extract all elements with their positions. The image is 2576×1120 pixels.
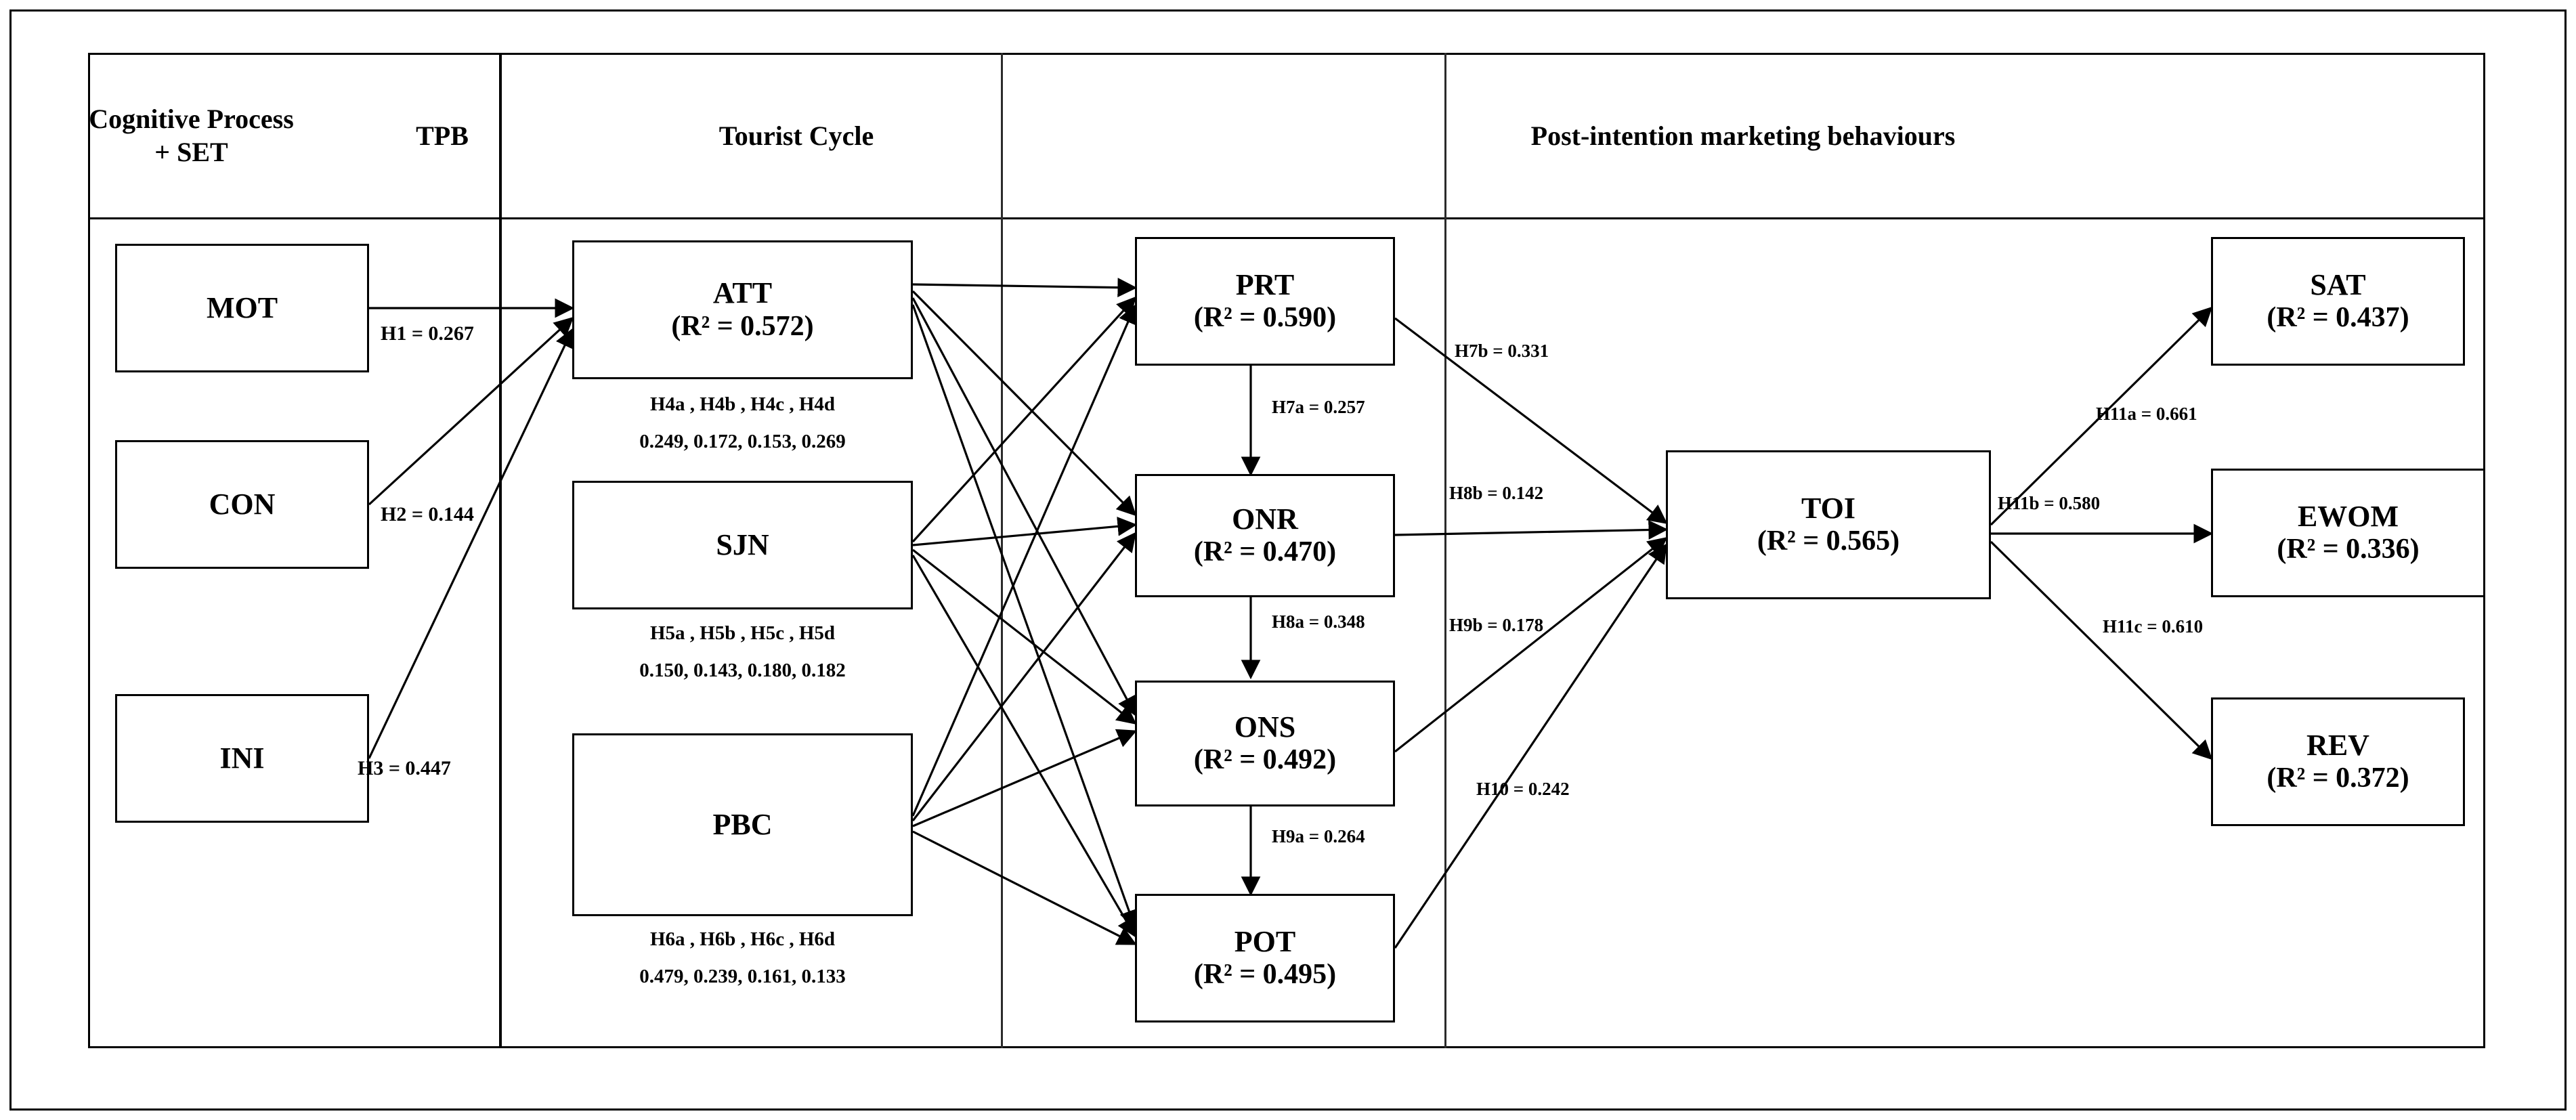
- node-pot[interactable]: POT (R² = 0.495): [1135, 894, 1395, 1022]
- node-pot-r2: (R² = 0.495): [1193, 959, 1337, 991]
- hypothesis-values-pbc: 0.479, 0.239, 0.161, 0.133: [639, 966, 846, 988]
- node-prt[interactable]: PRT (R² = 0.590): [1135, 237, 1395, 366]
- node-sat-label: SAT: [2310, 267, 2366, 301]
- node-att[interactable]: ATT (R² = 0.572): [572, 240, 913, 379]
- path-label-h1: H1 = 0.267: [381, 322, 474, 345]
- column-header-cognitive: Cognitive Process + SET: [88, 53, 295, 219]
- node-ini[interactable]: INI: [115, 694, 369, 823]
- node-pot-label: POT: [1234, 924, 1296, 958]
- node-ewom-label: EWOM: [2297, 499, 2399, 533]
- node-ewom-r2: (R² = 0.336): [2277, 534, 2420, 565]
- node-rev[interactable]: REV (R² = 0.372): [2211, 697, 2465, 826]
- path-label-h11c: H11c = 0.610: [2103, 616, 2204, 637]
- hypothesis-block-att: H4a , H4b , H4c , H4d 0.249, 0.172, 0.15…: [572, 386, 913, 460]
- node-sjn-label: SJN: [716, 527, 769, 561]
- divider-tpb-tourist: [1001, 53, 1003, 1048]
- column-header-band: Cognitive Process + SET TPB Tourist Cycl…: [88, 53, 2485, 219]
- node-ons[interactable]: ONS (R² = 0.492): [1135, 681, 1395, 806]
- node-rev-r2: (R² = 0.372): [2267, 762, 2409, 794]
- node-toi-r2: (R² = 0.565): [1757, 525, 1900, 557]
- column-header-tourist-cycle: Tourist Cycle: [718, 120, 874, 151]
- divider-tourist-post: [1444, 53, 1446, 1048]
- node-att-r2: (R² = 0.572): [671, 310, 814, 342]
- hypothesis-block-pbc: H6a , H6b , H6c , H6d 0.479, 0.239, 0.16…: [572, 921, 913, 995]
- path-label-h10: H10 = 0.242: [1476, 779, 1570, 799]
- node-mot-label: MOT: [206, 290, 278, 324]
- node-sat-r2: (R² = 0.437): [2267, 302, 2409, 334]
- node-ons-r2: (R² = 0.492): [1193, 744, 1337, 776]
- node-sjn[interactable]: SJN: [572, 481, 913, 609]
- path-label-h2: H2 = 0.144: [381, 503, 474, 525]
- node-con[interactable]: CON: [115, 440, 369, 569]
- hypothesis-values-att: 0.249, 0.172, 0.153, 0.269: [639, 431, 846, 453]
- node-toi-label: TOI: [1801, 491, 1855, 525]
- node-ons-label: ONS: [1234, 710, 1296, 744]
- path-label-h3: H3 = 0.447: [358, 757, 451, 779]
- node-ini-label: INI: [219, 741, 265, 775]
- path-label-h8a: H8a = 0.348: [1272, 611, 1365, 632]
- path-label-h7b: H7b = 0.331: [1455, 341, 1549, 361]
- node-prt-r2: (R² = 0.590): [1193, 302, 1337, 334]
- column-header-cognitive-line1: Cognitive Process: [89, 104, 294, 135]
- path-label-h9b: H9b = 0.178: [1449, 615, 1544, 635]
- node-toi[interactable]: TOI (R² = 0.565): [1666, 450, 1991, 599]
- path-label-h7a: H7a = 0.257: [1272, 397, 1365, 417]
- node-con-label: CON: [209, 487, 276, 521]
- hypothesis-labels-att: H4a , H4b , H4c , H4d: [649, 393, 836, 415]
- hypothesis-block-sjn: H5a , H5b , H5c , H5d 0.150, 0.143, 0.18…: [572, 615, 913, 689]
- node-sat[interactable]: SAT (R² = 0.437): [2211, 237, 2465, 366]
- column-header-cognitive-line2: + SET: [154, 137, 228, 167]
- node-att-label: ATT: [712, 276, 773, 310]
- divider-cognitive-tpb: [499, 53, 502, 1048]
- node-pbc[interactable]: PBC: [572, 733, 913, 916]
- column-header-tpb: TPB: [416, 120, 469, 151]
- path-label-h8b: H8b = 0.142: [1449, 483, 1544, 503]
- hypothesis-labels-sjn: H5a , H5b , H5c , H5d: [649, 622, 836, 644]
- node-mot[interactable]: MOT: [115, 244, 369, 372]
- outer-border: [9, 9, 2567, 1111]
- node-onr-r2: (R² = 0.470): [1193, 536, 1337, 568]
- node-onr[interactable]: ONR (R² = 0.470): [1135, 474, 1395, 597]
- node-pbc-label: PBC: [712, 807, 773, 841]
- node-onr-label: ONR: [1232, 502, 1298, 536]
- column-header-post-intention: Post-intention marketing behaviours: [1530, 120, 1956, 151]
- path-label-h9a: H9a = 0.264: [1272, 826, 1365, 846]
- hypothesis-values-sjn: 0.150, 0.143, 0.180, 0.182: [639, 660, 846, 682]
- node-ewom[interactable]: EWOM (R² = 0.336): [2211, 469, 2485, 597]
- path-label-h11b: H11b = 0.580: [1998, 493, 2101, 513]
- path-label-h11a: H11a = 0.661: [2096, 404, 2197, 424]
- node-rev-label: REV: [2306, 728, 2369, 762]
- hypothesis-labels-pbc: H6a , H6b , H6c , H6d: [649, 928, 836, 950]
- node-prt-label: PRT: [1235, 267, 1295, 301]
